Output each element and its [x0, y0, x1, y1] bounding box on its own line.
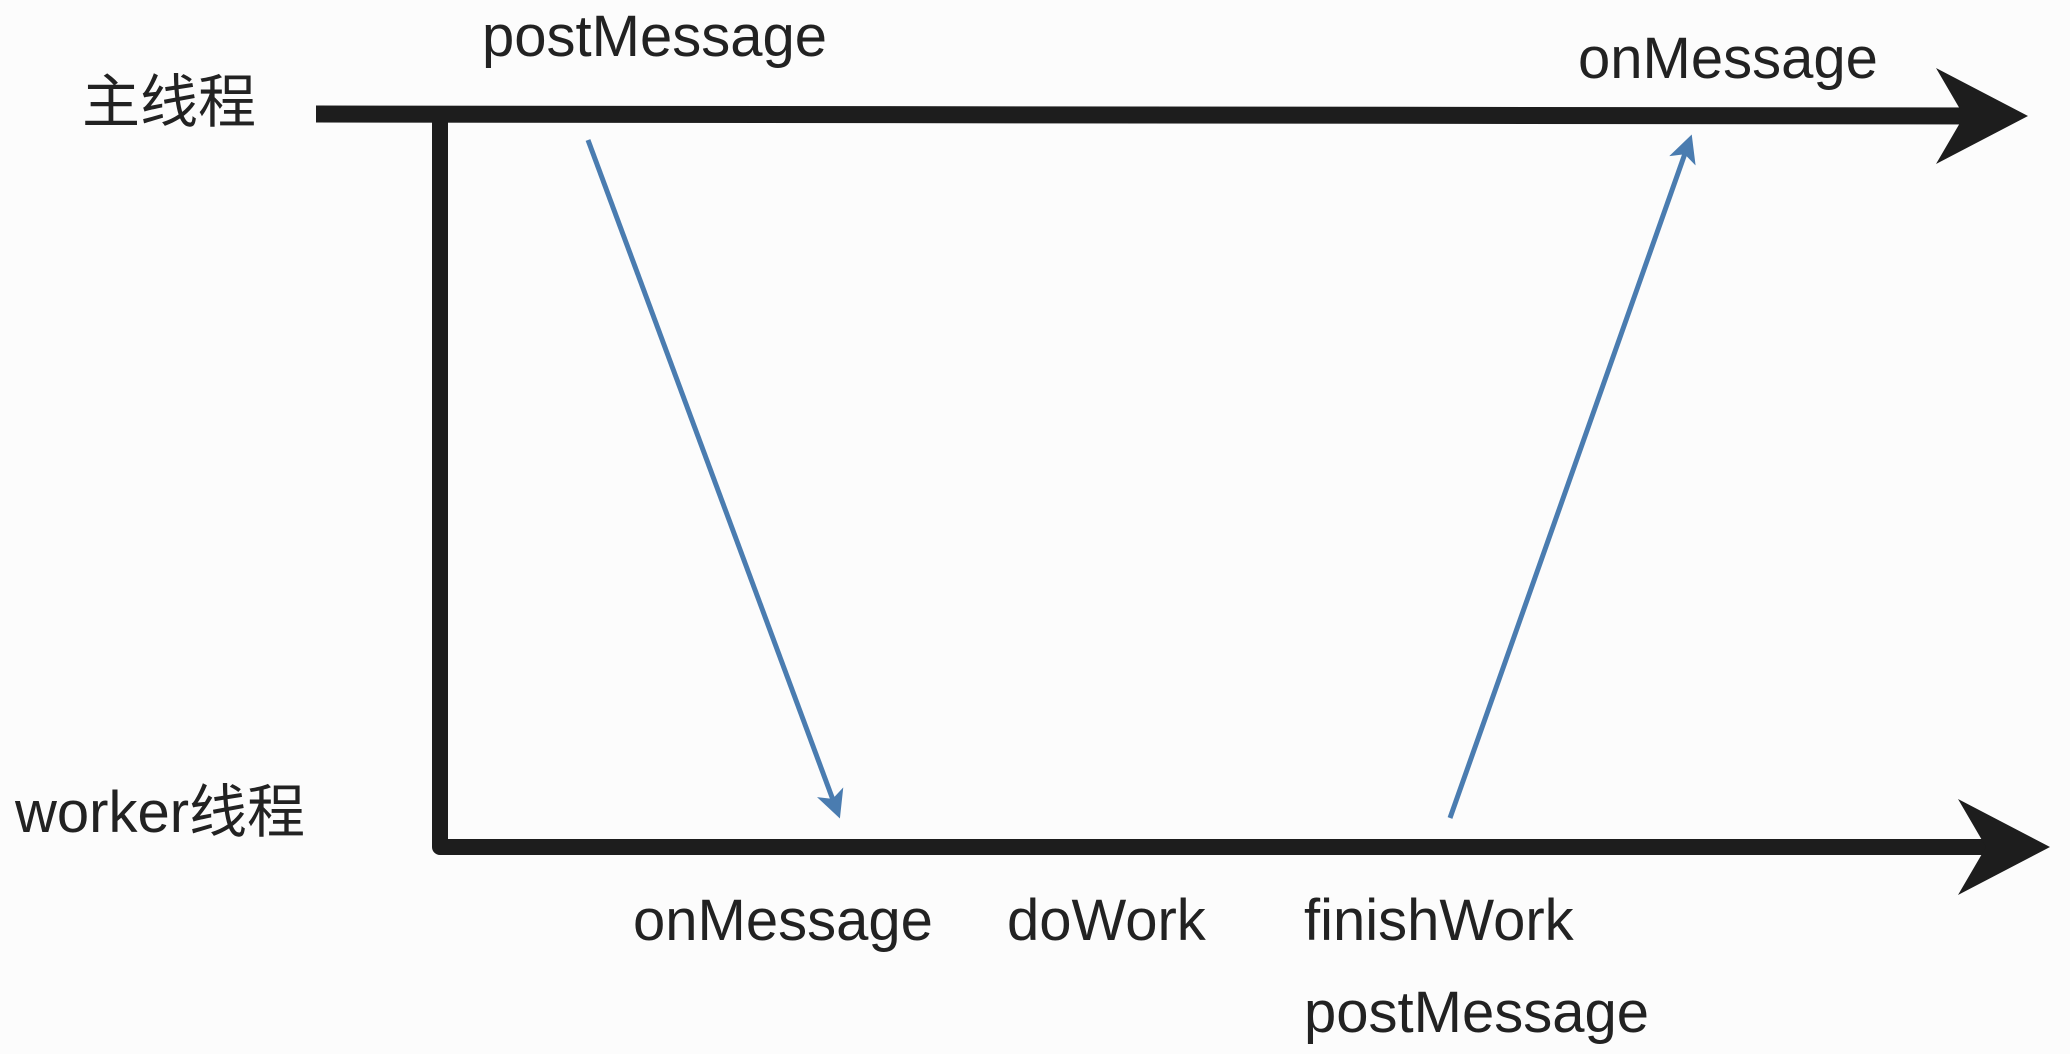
worker-postmessage-label: postMessage [1304, 980, 1649, 1045]
worker-thread-line [432, 118, 1992, 855]
worker-dowork-label: doWork [1007, 888, 1206, 953]
main-postmessage-label: postMessage [482, 4, 827, 69]
worker-onmessage-label: onMessage [633, 888, 933, 953]
main-thread-label: 主线程 [82, 70, 257, 135]
worker-thread-label: worker线程 [15, 780, 306, 845]
main-onmessage-label: onMessage [1578, 26, 1878, 91]
post-to-worker-arrow [585, 139, 844, 819]
main-thread-arrowhead-icon [1936, 68, 2028, 164]
worker-thread-arrowhead-icon [1958, 799, 2050, 895]
worker-finishwork-label: finishWork [1304, 888, 1574, 953]
worker-to-main-arrow [1447, 134, 1696, 819]
main-thread-line [315, 105, 1993, 125]
